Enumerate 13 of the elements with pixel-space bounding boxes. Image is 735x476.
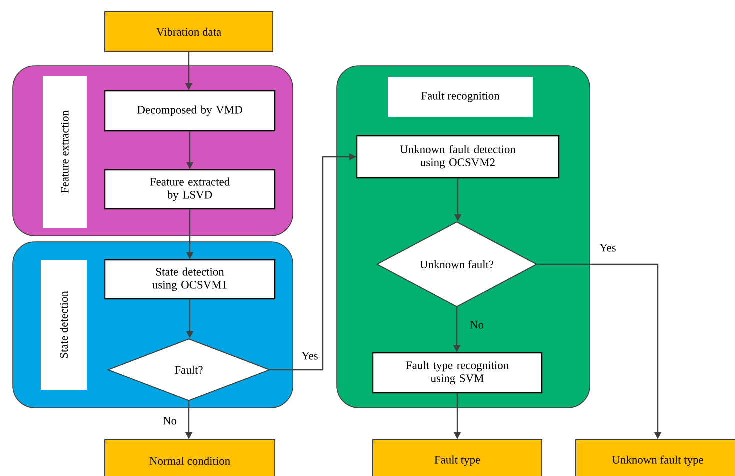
terminal-box: Fault type <box>372 439 542 476</box>
edge-label: No <box>163 417 177 425</box>
process-box: Unknown fault detection using OCSVM2 <box>356 135 560 179</box>
terminal-box: Unknown fault type <box>576 439 735 476</box>
edge-label: Yes <box>302 352 318 360</box>
terminal-box: Normal condition <box>104 439 276 476</box>
edge-label: Yes <box>600 244 616 252</box>
process-box: Decomposed by VMD <box>104 90 276 132</box>
edge-label: No <box>470 321 484 329</box>
terminal-box: Vibration data <box>104 12 274 52</box>
process-box: Fault type recognition using SVM <box>372 352 543 394</box>
process-box: State detection using OCSVM1 <box>104 259 276 300</box>
process-box: Feature extracted by LSVD <box>104 169 276 210</box>
